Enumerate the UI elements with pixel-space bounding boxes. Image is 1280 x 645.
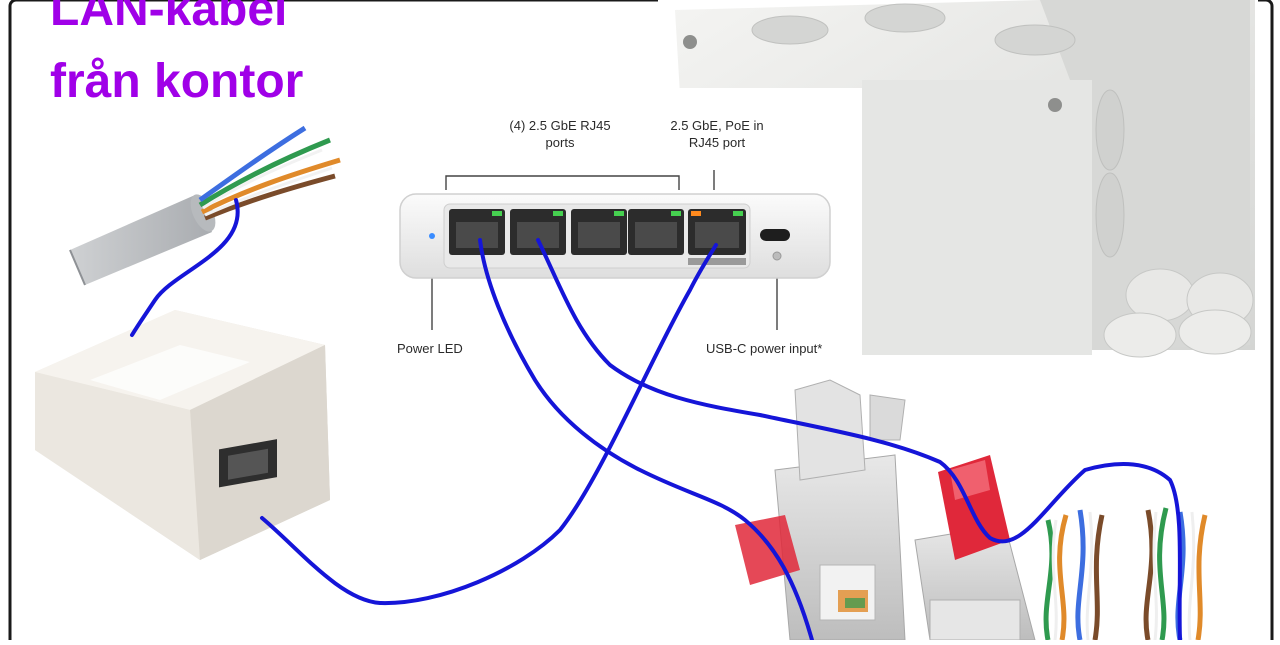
network-switch <box>399 193 831 279</box>
keystone-connector-left <box>735 379 906 641</box>
page-title-line-1: LAN-kabel <box>50 0 288 36</box>
cable-gland <box>1095 172 1125 258</box>
rj45-port-3 <box>571 209 627 255</box>
rj45-poe-port <box>688 209 746 255</box>
connection-outlet-to-poe-port <box>260 243 718 606</box>
connection-port2-to-keystone-right <box>536 238 1182 642</box>
poe-label-line-2: RJ45 port <box>688 135 746 150</box>
screw-hole <box>1048 98 1062 112</box>
port-led <box>492 211 502 216</box>
port-led <box>671 211 681 216</box>
poe-port-label: 2.5 GbE, PoE in RJ45 port <box>652 117 782 151</box>
twisted-pair-bundle-2 <box>1143 507 1208 641</box>
lan-cable-end <box>69 125 341 286</box>
port-led <box>614 211 624 216</box>
usb-c-port <box>760 229 790 241</box>
rj45-port-4 <box>628 209 684 255</box>
cable-gland <box>864 3 946 33</box>
screw-hole <box>683 35 697 49</box>
cable-gland <box>994 24 1076 56</box>
keystone-connector-right <box>914 455 1036 641</box>
rj45-port-2 <box>510 209 566 255</box>
connection-port1-to-keystone-left <box>478 238 814 642</box>
grommet <box>1103 312 1177 358</box>
cable-gland <box>1095 89 1125 171</box>
ports-label: (4) 2.5 GbE RJ45 ports <box>480 117 640 151</box>
cable-gland <box>751 15 829 45</box>
ports-label-line-1: (4) 2.5 GbE RJ45 <box>509 118 611 133</box>
port-led <box>691 211 701 216</box>
page-title-line-2: från kontor <box>50 55 304 108</box>
usb-c-label: USB-C power input* <box>706 341 823 356</box>
rj45-port-1 <box>449 209 505 255</box>
ports-bracket <box>445 175 680 190</box>
poe-port-marker <box>688 258 746 265</box>
connection-cable-to-outlet <box>130 198 240 337</box>
power-led-label: Power LED <box>397 341 463 356</box>
wall-outlet <box>35 310 330 560</box>
port-led <box>553 211 563 216</box>
image-frame <box>8 0 1274 645</box>
poe-label-line-1: 2.5 GbE, PoE in <box>670 118 764 133</box>
grommet <box>1178 309 1252 355</box>
reset-button-hole <box>772 251 782 261</box>
port-led <box>733 211 743 216</box>
power-led <box>429 233 435 239</box>
twisted-pair-bundle-1 <box>1043 509 1105 641</box>
ports-label-line-2: ports <box>545 135 575 150</box>
drawn-connections <box>130 198 1182 642</box>
